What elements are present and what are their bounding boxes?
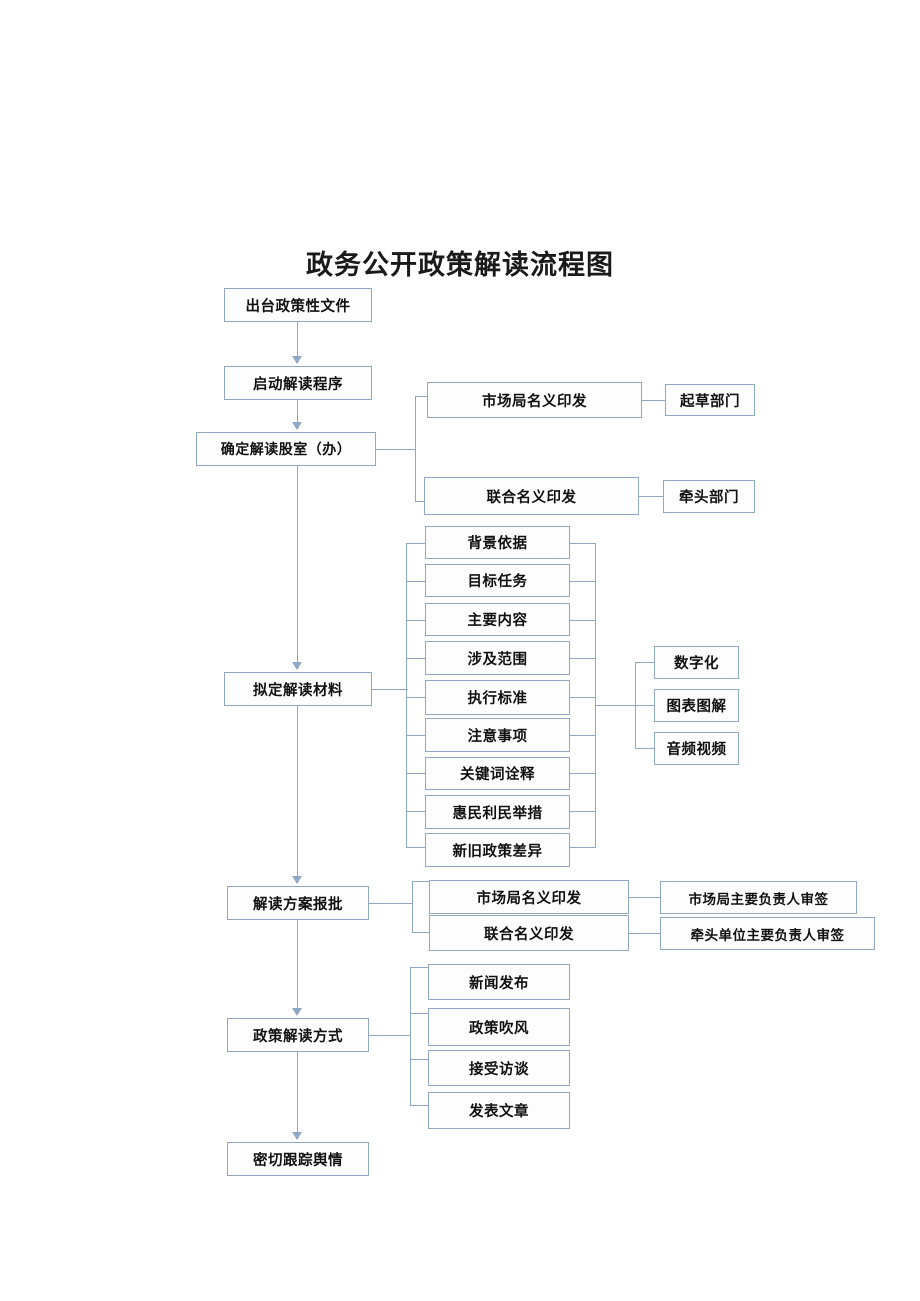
connector-issue-2-to-target [639,496,664,498]
connector-materials-arm-4 [406,658,426,660]
node-material-5[interactable]: 执行标准 [425,680,570,715]
connector-materials-rarm-1 [570,543,596,545]
node-chutai-zhengcexing-wenjian[interactable]: 出台政策性文件 [224,288,372,322]
node-method-2[interactable]: 政策吹风 [428,1008,570,1046]
arrow-n4-n5 [292,876,302,884]
node-material-8[interactable]: 惠民利民举措 [425,795,570,829]
node-material-9[interactable]: 新旧政策差异 [425,833,570,867]
node-format-2[interactable]: 图表图解 [654,689,739,722]
connector-materials-rarm-2 [570,581,596,583]
arrow-n2-n3 [292,422,302,430]
connector-materials-arm-9 [406,847,426,849]
connector-materials-to-formats [595,705,636,707]
connector-approval-2-to-target [629,933,661,935]
connector-methods-arm-1 [410,967,429,969]
node-material-3[interactable]: 主要内容 [425,603,570,636]
connector-materials-arm-2 [406,581,426,583]
connector-methods-arm-2 [410,1013,429,1015]
connector-n4-n5 [297,706,299,876]
node-format-1[interactable]: 数字化 [654,646,739,679]
connector-approval-1-to-target [629,897,661,899]
connector-materials-rarm-5 [570,697,596,699]
connector-materials-arm-6 [406,735,426,737]
node-method-3[interactable]: 接受访谈 [428,1050,570,1086]
node-shichangju-mingyi-yinfa-approval[interactable]: 市场局名义印发 [429,880,629,914]
connector-formats-arm-1 [635,662,655,664]
node-method-1[interactable]: 新闻发布 [428,964,570,1000]
node-material-2[interactable]: 目标任务 [425,564,570,597]
node-lianhe-mingyi-yinfa-issue[interactable]: 联合名义印发 [424,477,639,515]
connector-materials-rarm-8 [570,811,596,813]
node-shichangju-fuzeren-shenqian[interactable]: 市场局主要负责人审签 [660,881,857,914]
connector-n5-n6 [297,920,299,1008]
connector-approval-arm-1 [412,881,430,883]
node-miqie-genzong-yuqing[interactable]: 密切跟踪舆情 [227,1142,369,1176]
node-jiedu-fangan-baopi[interactable]: 解读方案报批 [227,886,369,920]
connector-approval-bracket [412,881,414,933]
connector-n6-n7 [297,1052,299,1132]
connector-methods-arm-3 [410,1059,429,1061]
connector-branch-issue-stub [376,449,416,451]
node-qidong-jiedu-chengxu[interactable]: 启动解读程序 [224,366,372,400]
connector-materials-left-spine [406,543,408,847]
node-queding-jiedu-gushi[interactable]: 确定解读股室（办） [196,432,376,466]
connector-materials-arm-3 [406,620,426,622]
connector-materials-arm-7 [406,773,426,775]
arrow-n6-n7 [292,1132,302,1140]
arrow-n3-n4 [292,662,302,670]
arrow-n1-n2 [292,356,302,364]
page-title: 政务公开政策解读流程图 [306,250,614,280]
connector-formats-arm-3 [635,748,655,750]
connector-formats-arm-2 [635,705,655,707]
connector-n2-n3 [297,400,299,422]
node-material-6[interactable]: 注意事项 [425,718,570,752]
node-shichangju-mingyi-yinfa-issue[interactable]: 市场局名义印发 [427,382,642,418]
connector-methods-bracket [410,967,412,1106]
node-qiantou-bumen[interactable]: 牵头部门 [663,480,755,513]
node-material-1[interactable]: 背景依据 [425,526,570,559]
connector-methods-arm-4 [410,1105,429,1107]
node-qicao-bumen[interactable]: 起草部门 [665,384,755,416]
connector-materials-rarm-4 [570,658,596,660]
connector-n1-n2 [297,322,299,356]
node-format-3[interactable]: 音频视频 [654,732,739,765]
connector-materials-arm-8 [406,811,426,813]
connector-materials-rarm-7 [570,773,596,775]
connector-branch-issue-bracket [415,396,417,502]
arrow-n5-n6 [292,1008,302,1016]
node-method-4[interactable]: 发表文章 [428,1092,570,1129]
connector-branch-approval-stub [369,903,413,905]
node-material-4[interactable]: 涉及范围 [425,641,570,675]
node-qiantou-danwei-fuzeren-shenqian[interactable]: 牵头单位主要负责人审签 [660,917,875,950]
connector-branch-methods-stub [369,1035,411,1037]
node-material-7[interactable]: 关键词诠释 [425,757,570,790]
node-lianhe-mingyi-yinfa-approval[interactable]: 联合名义印发 [429,915,629,951]
connector-issue-1-to-target [642,400,666,402]
connector-materials-arm-5 [406,697,426,699]
connector-materials-rarm-3 [570,620,596,622]
connector-materials-rarm-6 [570,735,596,737]
connector-approval-arm-2 [412,932,430,934]
connector-n3-n4 [297,466,299,662]
node-niding-jiedu-cailiao[interactable]: 拟定解读材料 [224,672,372,706]
node-zhengce-jiedu-fangshi[interactable]: 政策解读方式 [227,1018,369,1052]
connector-materials-rarm-9 [570,847,596,849]
connector-materials-arm-1 [406,543,426,545]
connector-materials-right-spine [595,543,597,847]
connector-branch-materials-stub [372,689,408,691]
